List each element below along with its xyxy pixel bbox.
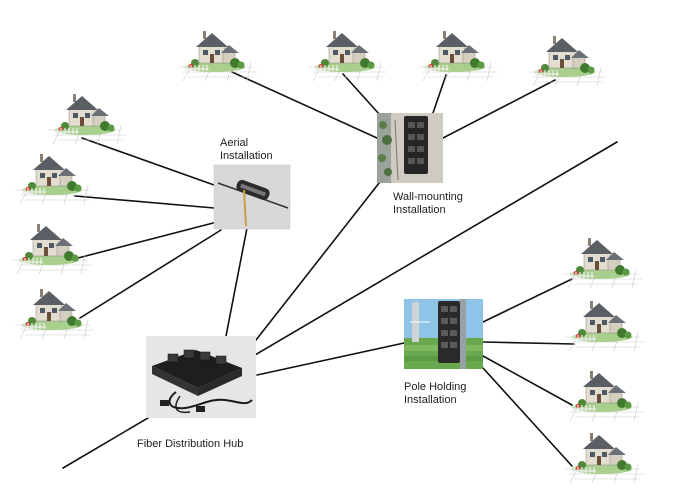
wall-mounting-installation-image [377, 113, 443, 183]
aerial-installation-image [213, 164, 291, 230]
fiber-distribution-hub-label: Fiber Distribution Hub [137, 438, 243, 451]
houses [11, 30, 645, 484]
house-icon [417, 30, 498, 82]
house-icon [564, 300, 645, 352]
house-icon [564, 432, 645, 484]
house-icon [177, 30, 258, 82]
house-icon [11, 223, 92, 275]
aerial-installation-label: Aerial Installation [220, 137, 273, 163]
wall-label-line-1: Wall-mounting [393, 191, 463, 203]
aerial-label-line-2: Installation [220, 150, 273, 162]
house-icon [527, 35, 608, 87]
connection-lines [62, 71, 618, 469]
fiber-distribution-hub-image [146, 336, 256, 418]
pole-label-line-2: Installation [404, 394, 457, 406]
house-icon [14, 288, 95, 340]
wall-mounting-installation-label: Wall-mounting Installation [393, 191, 463, 217]
pole-holding-installation-label: Pole Holding Installation [404, 381, 466, 407]
house-icon [47, 93, 128, 145]
hub-label-line-1: Fiber Distribution Hub [137, 438, 244, 450]
aerial-label-line-1: Aerial [220, 137, 249, 149]
house-icon [562, 237, 643, 289]
pole-label-line-1: Pole Holding [404, 381, 467, 393]
wall-label-line-2: Installation [393, 204, 446, 216]
house-icon [307, 30, 388, 82]
pole-holding-installation-image [404, 299, 483, 369]
house-icon [564, 370, 645, 422]
